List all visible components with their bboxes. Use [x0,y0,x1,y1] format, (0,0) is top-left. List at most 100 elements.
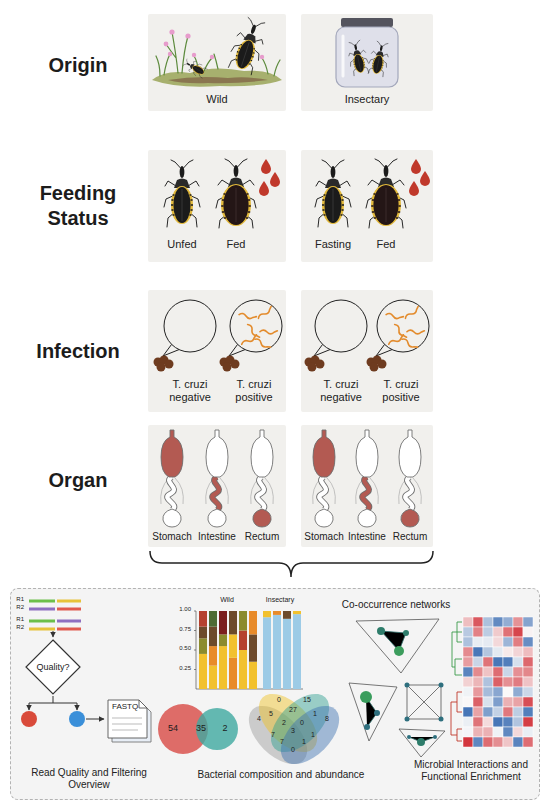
co-occurrence-network [364,724,370,730]
bar-segment [283,619,291,689]
gut-diagram [251,430,274,527]
bar-segment [249,634,257,661]
heatmap-cell [523,717,533,727]
heatmap-cell [463,737,473,747]
heatmap-cell [483,637,493,647]
gut-diagram [319,477,326,510]
heatmap-cell [463,697,473,707]
venn-count: 3 [291,727,295,735]
heatmap-cell [473,727,483,737]
origin-panel: Wild [148,14,286,111]
infection-bubbles [229,344,245,356]
heatmap-cell [483,617,493,627]
flow-lines [53,631,54,637]
bar-segment [239,650,247,689]
gut-diagram [253,509,271,527]
bar-segment [199,611,207,627]
feeding-bugs [259,159,280,196]
axis-tick: 0.25 [179,665,191,672]
infection-bubbles [370,363,379,372]
bar-segment [229,634,237,657]
wild-habitat [210,55,214,59]
heatmap-cell [483,687,493,697]
infection-bubbles [403,306,420,318]
heatmap-cell [473,737,483,747]
bar-segment [219,634,227,646]
bar-segment [199,654,207,689]
co-occurrence-network [366,631,435,742]
wild-habitat [260,55,264,59]
infection-bubbles [163,344,179,356]
venn-count: 27 [289,706,297,714]
panel-caption: Insectary [345,93,390,106]
infection-bubbles [402,336,418,350]
wild-habitat [169,29,174,34]
heatmap-cell [523,677,533,687]
venn-four-sets [238,683,349,774]
stacked-bar-chart [194,611,196,670]
gut-diagram [356,430,379,527]
feeding-bugs [409,181,419,196]
heatmap-cell [473,687,483,697]
infection-bubbles [230,300,282,352]
wild-habitat [182,57,208,79]
gut-diagram [405,477,412,510]
heatmap-cell [513,737,523,747]
heatmap-cell [483,657,493,667]
wild-habitat [152,68,282,86]
heatmap-cell [523,737,533,747]
heatmap-cell [463,717,473,727]
file-icon-outline [108,700,147,738]
heatmap-cell [513,627,523,637]
heatmap-cell [523,687,533,697]
heatmap-cell [473,657,483,667]
infection-bubbles [386,306,424,350]
gut-diagram [163,509,181,527]
co-occurrence-network [399,729,445,757]
bar-segment [249,611,257,634]
panel-caption: Wild [206,93,227,106]
co-occurrence-network [394,646,404,656]
heatmap-cell [483,697,493,707]
heatmap-cell [523,697,533,707]
heatmap-cell [523,647,533,657]
bar-segment [293,614,301,689]
heatmap-cell [513,727,523,737]
co-occurrence-network [377,627,385,635]
curly-brace [150,551,433,577]
infection-bubbles [386,311,403,321]
gut-diagram [313,430,335,477]
bar-segment [239,631,247,651]
co-occurrence-network [405,717,410,722]
heatmap-cell [473,717,483,727]
heatmap-cell [523,667,533,677]
bar-segment [209,611,217,627]
panel-caption: T. cruzi negative [312,378,370,403]
panel-caption: T. cruzi negative [161,378,219,403]
insectary-jar [346,40,371,77]
feeding-bugs [315,160,351,227]
feeding-panel: FastingFed [301,150,433,262]
heatmap [451,617,533,747]
heatmap-cell [463,617,473,627]
panel-caption: Rectum [245,531,279,543]
heatmap-cell [493,647,503,657]
heatmap-cell [503,617,513,627]
read-label: R2 [16,604,24,611]
heatmap-cell [493,687,503,697]
venn-two-sets [196,708,238,750]
read-label: R2 [16,624,24,631]
feeding-panel: UnfedFed [148,150,286,262]
co-occurrence-network [349,619,445,757]
row-label: Organ [49,468,108,493]
heatmap-cell [493,657,503,667]
heatmap-cell [503,687,513,697]
heatmap-cell [523,657,533,667]
flow-lines [86,719,104,720]
heatmap [451,692,462,741]
venn-count: 1 [302,738,306,746]
heatmap-cell [483,647,493,657]
bar-segment [219,646,227,689]
heatmap-cell [483,627,493,637]
